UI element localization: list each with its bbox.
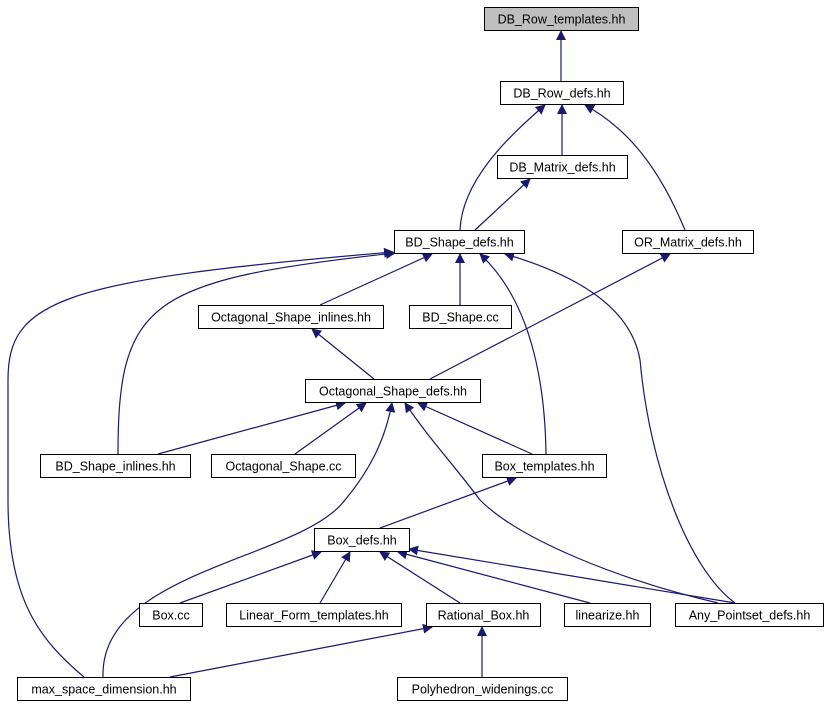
node-linearize[interactable]: linearize.hh	[564, 603, 651, 627]
edge-or_matrix_defs-to-db_row_defs	[584, 104, 686, 231]
edge-any_pointset_defs-to-box_defs	[408, 545, 736, 604]
node-box[interactable]	[484, 7, 639, 31]
node-box[interactable]	[305, 379, 481, 403]
node-box[interactable]	[426, 603, 541, 627]
node-box[interactable]	[198, 305, 384, 329]
node-label: Polyhedron_widenings.cc	[412, 683, 554, 697]
node-bd_shape_inlines[interactable]: BD_Shape_inlines.hh	[40, 454, 191, 478]
edge-bd_shape_defs-to-db_matrix_defs	[474, 178, 531, 231]
edge-bd_shape_defs-to-db_row_defs	[459, 104, 546, 231]
edge-any_pointset_defs-to-octagonal_shape_defs	[404, 402, 719, 604]
node-box_templates[interactable]: Box_templates.hh	[482, 454, 607, 478]
node-octagonal_shape_inlines[interactable]: Octagonal_Shape_inlines.hh	[198, 305, 384, 329]
node-box[interactable]	[226, 603, 402, 627]
edge-max_space_dimension-to-bd_shape_defs	[7, 247, 394, 678]
node-box[interactable]	[211, 454, 356, 478]
edge-box_templates-to-octagonal_shape_defs	[417, 402, 533, 455]
node-label: Octagonal_Shape.cc	[225, 460, 341, 474]
edge-bd_shape_inlines-to-octagonal_shape_defs	[157, 400, 346, 455]
node-db_row_templates[interactable]: DB_Row_templates.hh	[484, 7, 639, 31]
node-label: DB_Matrix_defs.hh	[509, 161, 615, 175]
node-bd_shape_defs[interactable]: BD_Shape_defs.hh	[394, 230, 525, 254]
node-octagonal_shape_cc[interactable]: Octagonal_Shape.cc	[211, 454, 356, 478]
node-db_row_defs[interactable]: DB_Row_defs.hh	[500, 81, 624, 105]
node-label: Octagonal_Shape_inlines.hh	[211, 311, 371, 325]
node-label: OR_Matrix_defs.hh	[634, 236, 742, 250]
node-box[interactable]	[397, 677, 568, 701]
node-box[interactable]	[139, 603, 203, 627]
edge-max_space_dimension-to-rational_box	[169, 623, 433, 678]
edge-max_space_dimension-to-octagonal_shape_defs	[102, 402, 396, 678]
edge-octagonal_shape_defs-to-octagonal_shape_inlines	[311, 328, 375, 380]
node-box[interactable]	[500, 81, 624, 105]
node-octagonal_shape_defs[interactable]: Octagonal_Shape_defs.hh	[305, 379, 481, 403]
node-polyhedron_widenings[interactable]: Polyhedron_widenings.cc	[397, 677, 568, 701]
node-linear_form_templates[interactable]: Linear_Form_templates.hh	[226, 603, 402, 627]
edge-linear_form_templates-to-box_defs	[319, 551, 351, 604]
node-any_pointset_defs[interactable]: Any_Pointset_defs.hh	[675, 603, 824, 627]
node-max_space_dimension[interactable]: max_space_dimension.hh	[17, 677, 191, 701]
edge-linearize-to-box_defs	[397, 549, 591, 604]
node-box[interactable]	[564, 603, 651, 627]
node-label: BD_Shape.cc	[422, 311, 498, 325]
edge-octagonal_shape_defs-to-or_matrix_defs	[429, 253, 671, 380]
node-label: max_space_dimension.hh	[31, 683, 176, 697]
node-box[interactable]	[40, 454, 191, 478]
node-box[interactable]	[622, 230, 754, 254]
node-box[interactable]	[482, 454, 607, 478]
node-label: DB_Row_templates.hh	[498, 13, 626, 27]
node-or_matrix_defs[interactable]: OR_Matrix_defs.hh	[622, 230, 754, 254]
node-box[interactable]	[394, 230, 525, 254]
node-rational_box[interactable]: Rational_Box.hh	[426, 603, 541, 627]
edge-box_cc-to-box_defs	[179, 550, 322, 604]
node-box[interactable]	[675, 603, 824, 627]
edge-bd_shape_inlines-to-bd_shape_defs	[117, 249, 396, 455]
node-label: Box.cc	[152, 609, 190, 623]
edge-box_defs-to-box_templates	[379, 476, 517, 529]
edge-any_pointset_defs-to-bd_shape_defs	[504, 251, 736, 604]
node-label: DB_Row_defs.hh	[513, 87, 610, 101]
node-label: linearize.hh	[576, 609, 640, 623]
node-label: Box_templates.hh	[494, 460, 594, 474]
node-box_defs[interactable]: Box_defs.hh	[314, 528, 410, 552]
node-box_cc[interactable]: Box.cc	[139, 603, 203, 627]
node-label: Rational_Box.hh	[438, 609, 530, 623]
node-label: Any_Pointset_defs.hh	[689, 609, 811, 623]
node-box[interactable]	[314, 528, 410, 552]
node-label: BD_Shape_defs.hh	[405, 236, 513, 250]
node-label: BD_Shape_inlines.hh	[55, 460, 175, 474]
edge-box_templates-to-bd_shape_defs	[479, 253, 547, 455]
node-bd_shape_cc[interactable]: BD_Shape.cc	[409, 305, 512, 329]
node-box[interactable]	[17, 677, 191, 701]
node-box[interactable]	[409, 305, 512, 329]
edge-rational_box-to-box_defs	[379, 551, 461, 604]
node-label: Linear_Form_templates.hh	[239, 609, 388, 623]
edge-octagonal_shape_cc-to-octagonal_shape_defs	[294, 402, 367, 455]
node-label: Octagonal_Shape_defs.hh	[319, 385, 467, 399]
node-box[interactable]	[497, 155, 628, 179]
node-label: Box_defs.hh	[327, 534, 397, 548]
node-db_matrix_defs[interactable]: DB_Matrix_defs.hh	[497, 155, 628, 179]
edge-octagonal_shape_inlines-to-bd_shape_defs	[319, 253, 433, 306]
